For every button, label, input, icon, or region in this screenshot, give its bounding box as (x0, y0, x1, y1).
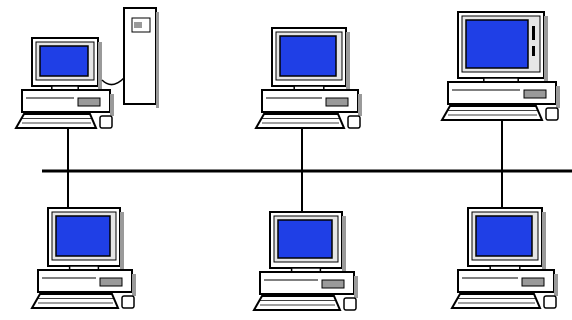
desktop-computer-icon (32, 208, 136, 308)
screen (476, 216, 532, 256)
workstation-bottom-right (452, 208, 558, 308)
screen (280, 36, 336, 76)
screen (56, 216, 110, 256)
desktop-computer-icon (254, 212, 358, 310)
desktop-computer-icon (442, 12, 560, 120)
workstation-bottom-middle (254, 212, 358, 310)
screen (466, 20, 528, 68)
desktop-computer-icon (452, 208, 558, 308)
desktop-computer-icon (256, 28, 362, 128)
workstation-top-left (16, 8, 159, 128)
desktop-computer-icon (16, 38, 114, 128)
screen (40, 46, 88, 76)
workstation-top-right (442, 12, 560, 120)
screen (278, 220, 332, 258)
workstation-bottom-left (32, 208, 136, 308)
workstation-top-middle (256, 28, 362, 128)
